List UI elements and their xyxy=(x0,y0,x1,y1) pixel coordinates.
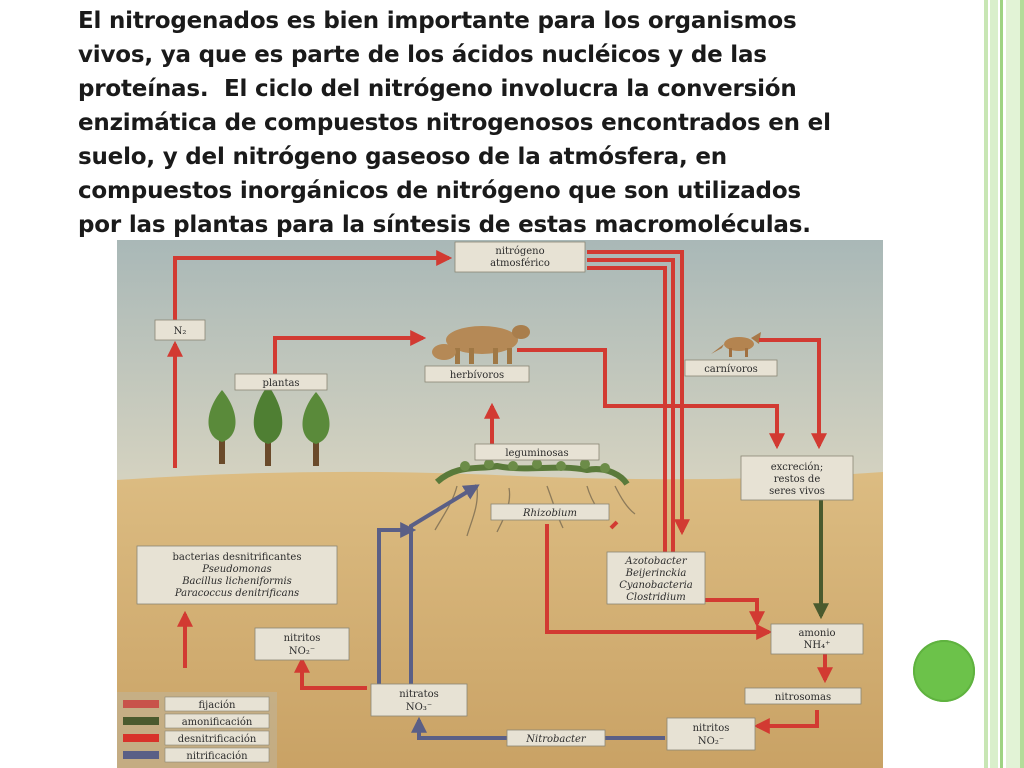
legume-roots-illustration xyxy=(434,459,636,537)
box-text: plantas xyxy=(262,378,299,389)
legend-item-denitrification: desnitrificación xyxy=(123,730,270,746)
box-text: Nitrobacter xyxy=(525,734,587,745)
legend-swatch xyxy=(123,734,159,742)
box-text: Paracoccus denitrificans xyxy=(174,588,299,599)
box-text: carnívoros xyxy=(704,364,758,375)
box-excretion: excreción; restos de seres vivos xyxy=(740,455,854,501)
box-text: atmosférico xyxy=(490,258,550,269)
box-text: nitritos xyxy=(693,723,730,734)
border-strip xyxy=(1006,0,1020,768)
trees-illustration xyxy=(208,385,330,466)
box-text: NO₂⁻ xyxy=(698,736,724,747)
legend-label: nitrificación xyxy=(186,751,248,762)
green-circle-decoration xyxy=(913,640,975,702)
legend-item-ammonification: amonificación xyxy=(123,713,270,729)
border-strip xyxy=(984,0,988,768)
box-text: leguminosas xyxy=(505,448,568,459)
box-legumes: leguminosas xyxy=(474,443,600,461)
box-text: NH₄⁺ xyxy=(804,640,831,651)
legend-swatch xyxy=(123,700,159,708)
box-text: nitritos xyxy=(284,633,321,644)
box-text: seres vivos xyxy=(769,486,825,497)
box-text: Pseudomonas xyxy=(201,564,271,575)
box-text: bacterias desnitrificantes xyxy=(173,552,302,563)
box-nitrosomonas: nitrosomas xyxy=(744,687,862,705)
box-text: nitrosomas xyxy=(775,692,831,703)
border-strip xyxy=(1000,0,1003,768)
box-nitrites-right: nitritos NO₂⁻ xyxy=(666,717,756,751)
border-strip xyxy=(990,0,998,768)
box-text: nitrógeno xyxy=(495,246,544,257)
box-text: Cyanobacteria xyxy=(619,580,693,591)
nitrogen-cycle-diagram: nitrógeno atmosférico N₂ plantas herbívo… xyxy=(117,240,883,768)
legend-label: amonificación xyxy=(182,717,253,728)
legend-label: fijación xyxy=(199,700,237,711)
box-ammonium: amonio NH₄⁺ xyxy=(770,623,864,655)
legend-swatch xyxy=(123,717,159,725)
box-text: restos de xyxy=(774,474,821,485)
body-paragraph: El nitrogenados es bien importante para … xyxy=(78,8,831,238)
box-text: Rhizobium xyxy=(522,508,577,519)
box-nitrates: nitratos NO₃⁻ xyxy=(370,683,468,717)
box-nitrites-left: nitritos NO₂⁻ xyxy=(254,627,350,661)
border-strip xyxy=(1020,0,1024,768)
box-text: nitratos xyxy=(399,689,439,700)
box-text: herbívoros xyxy=(450,370,504,381)
box-text: excreción; xyxy=(771,462,824,473)
box-plants: plantas xyxy=(234,373,328,391)
box-denitrifying-bacteria: bacterias desnitrificantes Pseudomonas B… xyxy=(136,545,338,605)
legend: fijación amonificación desnitrificación … xyxy=(117,692,277,768)
legend-label: desnitrificación xyxy=(178,734,257,745)
box-herbivores: herbívoros xyxy=(424,365,530,383)
box-text: amonio xyxy=(798,628,835,639)
box-text: NO₃⁻ xyxy=(406,702,432,713)
legend-item-nitrification: nitrificación xyxy=(123,747,270,763)
fox-illustration xyxy=(711,332,761,357)
box-text: Azotobacter xyxy=(624,556,687,567)
box-nitrobacter: Nitrobacter xyxy=(506,729,606,747)
box-carnivores: carnívoros xyxy=(684,359,778,377)
box-text: N₂ xyxy=(174,326,187,337)
box-text: Clostridium xyxy=(626,592,686,603)
box-rhizobium: Rhizobium xyxy=(490,503,610,521)
box-nitrogen-fixers: Azotobacter Beijerinckia Cyanobacteria C… xyxy=(606,551,706,605)
box-n2: N₂ xyxy=(154,319,206,341)
legend-item-fixation: fijación xyxy=(123,696,270,712)
box-text: Beijerinckia xyxy=(625,568,687,579)
legend-swatch xyxy=(123,751,159,759)
box-text: Bacillus licheniformis xyxy=(181,576,292,587)
box-atmospheric-nitrogen: nitrógeno atmosférico xyxy=(454,241,586,273)
cow-illustration xyxy=(432,325,530,364)
box-text: NO₂⁻ xyxy=(289,646,315,657)
